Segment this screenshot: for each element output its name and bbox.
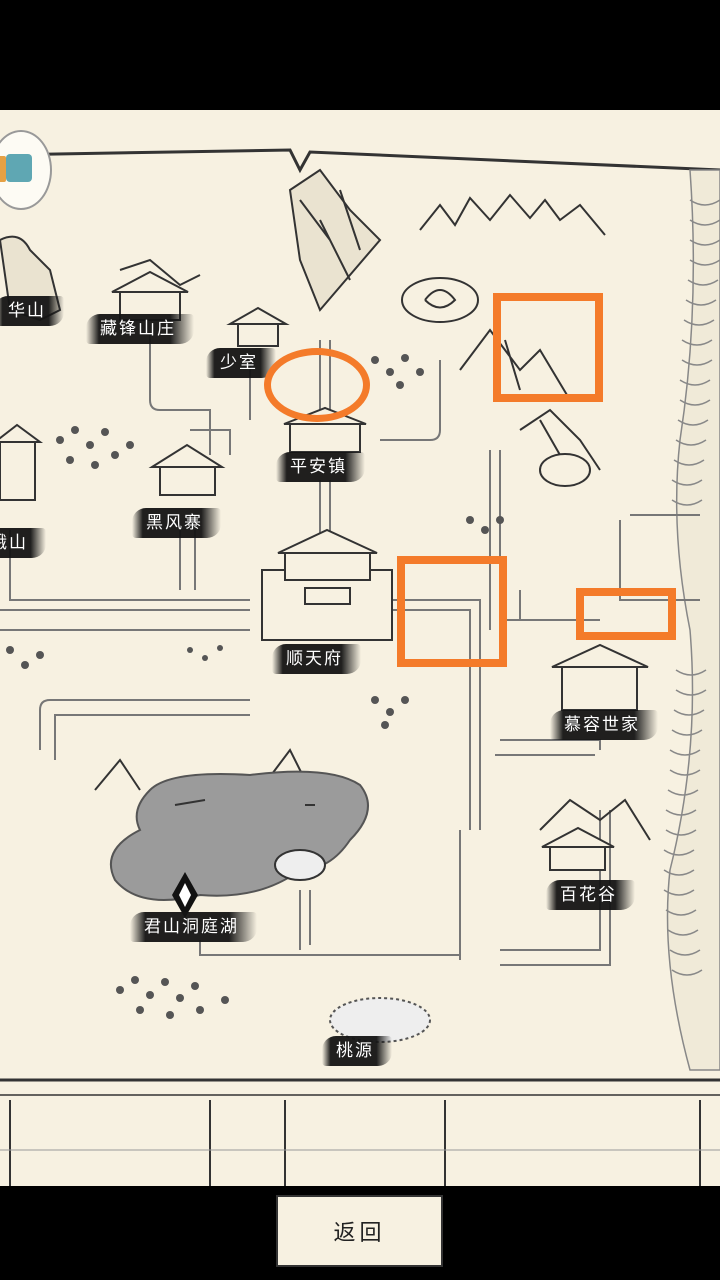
sea-waves: [663, 169, 720, 1071]
buildings: [0, 270, 649, 871]
location-shaoshi[interactable]: 少室: [206, 348, 276, 378]
location-huashan[interactable]: 华山: [0, 296, 64, 326]
peach-grove: [329, 997, 431, 1043]
location-pingan[interactable]: 平安镇: [276, 452, 365, 482]
location-shuntian[interactable]: 顺天府: [272, 644, 361, 674]
world-map[interactable]: 华山 藏锋山庄 少室 平安镇 黑风寨 峨山 顺天府 慕容世家 百花谷 君山洞庭湖…: [0, 110, 720, 1186]
orange-box-marker-mountain: [493, 293, 603, 402]
back-button[interactable]: 返回: [276, 1195, 443, 1267]
location-marker-icon: [172, 872, 198, 918]
app-badge-icon[interactable]: [0, 130, 52, 210]
location-left-mid[interactable]: 峨山: [0, 528, 46, 558]
dongting-lake: [110, 770, 369, 901]
orange-box-marker-east: [576, 588, 676, 640]
location-junshan[interactable]: 君山洞庭湖: [130, 912, 257, 942]
location-murong[interactable]: 慕容世家: [550, 710, 658, 740]
location-taoyuan[interactable]: 桃源: [322, 1036, 392, 1066]
orange-box-marker-road: [397, 556, 507, 667]
location-heifeng[interactable]: 黑风寨: [132, 508, 221, 538]
location-baihua[interactable]: 百花谷: [546, 880, 635, 910]
forests: [6, 354, 504, 1019]
map-drawing: [0, 148, 720, 1186]
orange-circle-marker: [264, 348, 370, 422]
location-cangfeng[interactable]: 藏锋山庄: [86, 314, 194, 344]
